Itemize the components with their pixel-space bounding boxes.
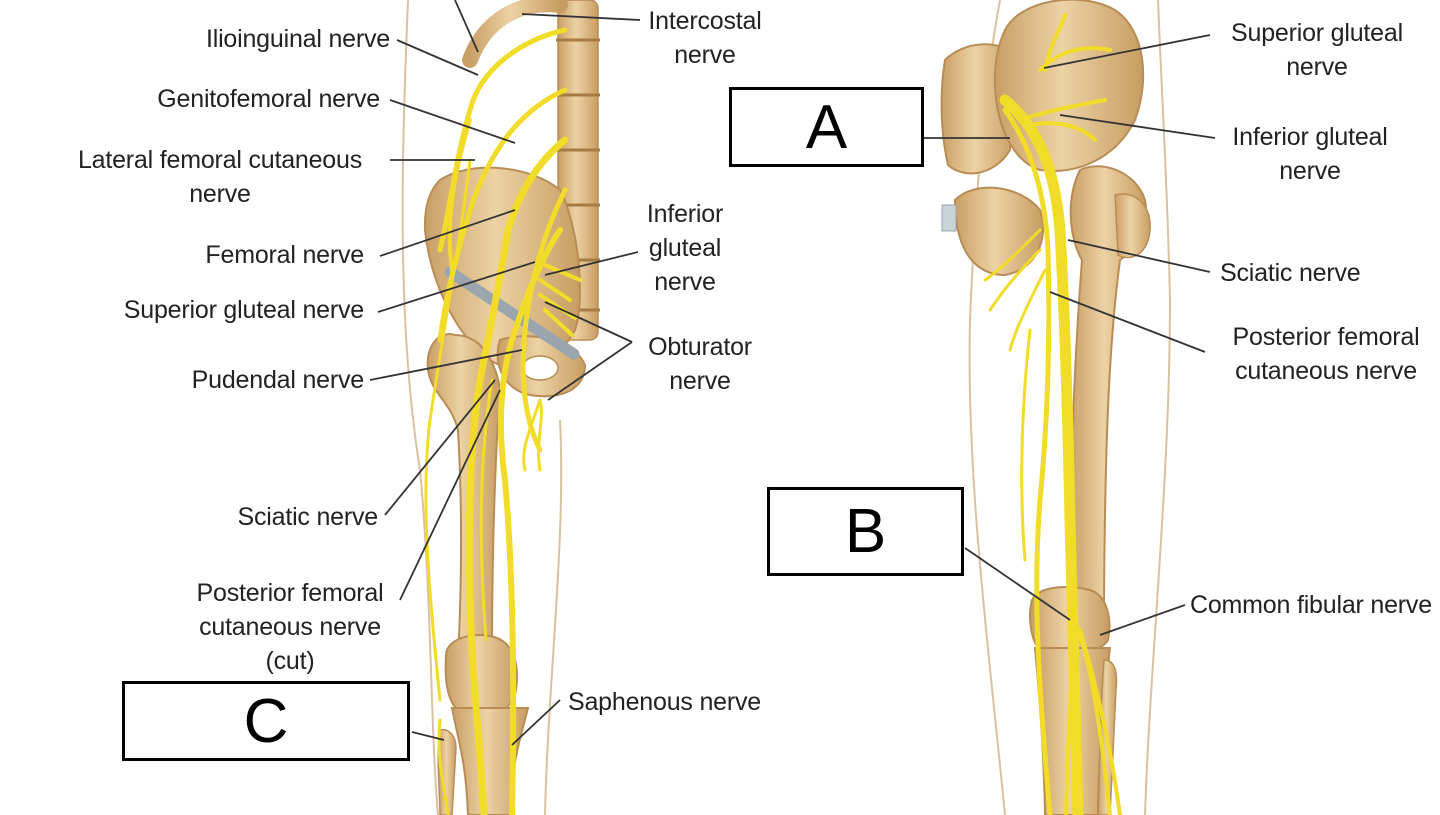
label-common-fibular-nerve: Common fibular nerve bbox=[1190, 591, 1432, 619]
label-posterior-femoral-cutaneous-nerve: Posterior femoral cutaneous nerve bbox=[1232, 323, 1420, 385]
posterior-ilium bbox=[993, 0, 1145, 172]
answer-box-a[interactable]: A bbox=[729, 87, 924, 167]
label-femoral-nerve: Femoral nerve bbox=[205, 241, 364, 269]
answer-box-c-letter: C bbox=[243, 686, 289, 756]
anterior-figure bbox=[401, 0, 600, 815]
inguinal-ligament-marker bbox=[444, 266, 580, 360]
label-inferior-gluteal-nerve-posterior: Inferior gluteal nerve bbox=[1232, 123, 1388, 185]
label-intercostal-nerve: Intercostal nerve bbox=[648, 7, 762, 69]
label-inferior-gluteal-nerve-anterior: Inferior gluteal nerve bbox=[646, 200, 724, 296]
label-saphenous-nerve: Saphenous nerve bbox=[568, 688, 761, 716]
anterior-tibia bbox=[450, 707, 530, 815]
label-posterior-femoral-cutaneous-nerve-cut: Posterior femoral cutaneous nerve (cut) bbox=[196, 579, 384, 675]
label-sciatic-nerve-anterior: Sciatic nerve bbox=[237, 503, 378, 531]
label-ilioinguinal-nerve: Ilioinguinal nerve bbox=[205, 25, 390, 53]
answer-box-c[interactable]: C bbox=[122, 681, 410, 761]
label-lateral-femoral-cutaneous-nerve: Lateral femoral cutaneous nerve bbox=[77, 146, 363, 208]
greater-trochanter bbox=[1114, 193, 1151, 259]
anterior-nerves bbox=[424, 27, 582, 815]
answer-box-a-letter: A bbox=[805, 92, 848, 162]
cut-bone-marker bbox=[941, 204, 957, 232]
anterior-skin-outline bbox=[401, 0, 439, 815]
answer-box-b[interactable]: B bbox=[767, 487, 964, 576]
label-superior-gluteal-nerve-posterior: Superior gluteal nerve bbox=[1231, 19, 1403, 81]
posterior-figure bbox=[940, 0, 1172, 815]
label-genitofemoral-nerve: Genitofemoral nerve bbox=[157, 85, 380, 113]
answer-box-b-letter: B bbox=[844, 497, 887, 566]
posterior-femur bbox=[1068, 165, 1147, 601]
posterior-nerves bbox=[983, 13, 1122, 815]
anterior-femur bbox=[426, 333, 502, 661]
leader-lines bbox=[369, 0, 1216, 746]
anterior-patella bbox=[444, 634, 518, 718]
label-superior-gluteal-nerve-anterior: Superior gluteal nerve bbox=[123, 296, 364, 324]
label-pudendal-nerve: Pudendal nerve bbox=[191, 366, 365, 394]
posterior-skin-outline-right bbox=[1144, 0, 1172, 815]
label-sciatic-nerve-posterior: Sciatic nerve bbox=[1220, 259, 1361, 287]
obturator-foramen bbox=[521, 355, 559, 381]
anterior-skin-outline-right bbox=[544, 419, 563, 815]
label-obturator-nerve: Obturator nerve bbox=[648, 333, 752, 395]
